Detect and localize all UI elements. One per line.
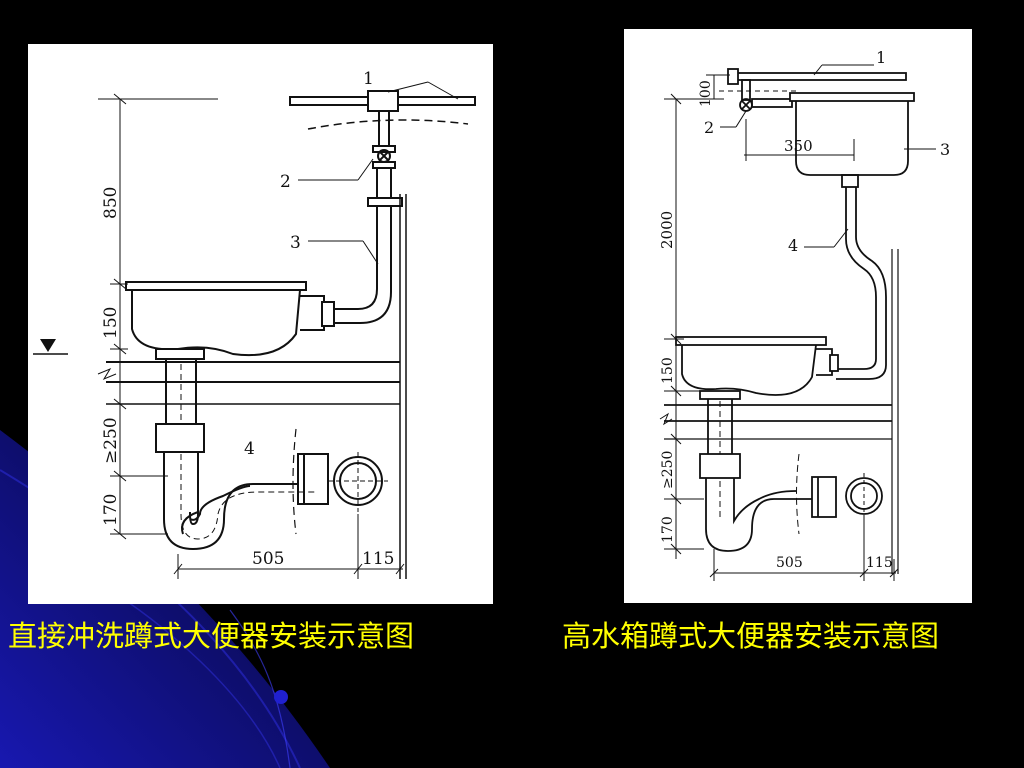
callout-4: 4 bbox=[788, 236, 798, 255]
dim-2000: 2000 bbox=[658, 211, 676, 249]
callout-1: 1 bbox=[363, 69, 374, 89]
dim-250: ≥250 bbox=[101, 417, 121, 464]
callout-2: 2 bbox=[280, 172, 291, 192]
dim-115: 115 bbox=[362, 549, 394, 569]
callout-3: 3 bbox=[290, 233, 301, 253]
callout-1: 1 bbox=[876, 48, 886, 67]
high-tank-diagram-panel: 1 2 3 4 100 350 2000 150 ≥250 170 505 11… bbox=[624, 29, 972, 603]
dim-350: 350 bbox=[784, 137, 813, 155]
callout-2: 2 bbox=[704, 118, 714, 137]
decorative-dot bbox=[274, 690, 288, 704]
dim-170: 170 bbox=[101, 494, 121, 526]
dim-150: 150 bbox=[101, 307, 121, 339]
direct-flush-diagram: 1 2 3 4 850 150 ≥250 170 505 115 bbox=[33, 69, 476, 579]
dim-505: 505 bbox=[776, 555, 803, 571]
high-tank-caption: 高水箱蹲式大便器安装示意图 bbox=[562, 619, 940, 653]
callout-4: 4 bbox=[244, 439, 255, 459]
dim-115: 115 bbox=[866, 555, 893, 571]
dim-170: 170 bbox=[660, 516, 676, 543]
dim-505: 505 bbox=[252, 549, 284, 569]
dim-100: 100 bbox=[698, 80, 714, 107]
callout-3: 3 bbox=[940, 140, 950, 159]
dim-250: ≥250 bbox=[660, 451, 676, 489]
high-tank-diagram: 1 2 3 4 100 350 2000 150 ≥250 170 505 11… bbox=[658, 48, 950, 581]
direct-flush-caption: 直接冲洗蹲式大便器安装示意图 bbox=[8, 619, 415, 653]
direct-flush-diagram-panel: 1 2 3 4 850 150 ≥250 170 505 115 bbox=[28, 44, 493, 604]
dim-150: 150 bbox=[660, 357, 676, 384]
dim-850: 850 bbox=[101, 187, 121, 219]
